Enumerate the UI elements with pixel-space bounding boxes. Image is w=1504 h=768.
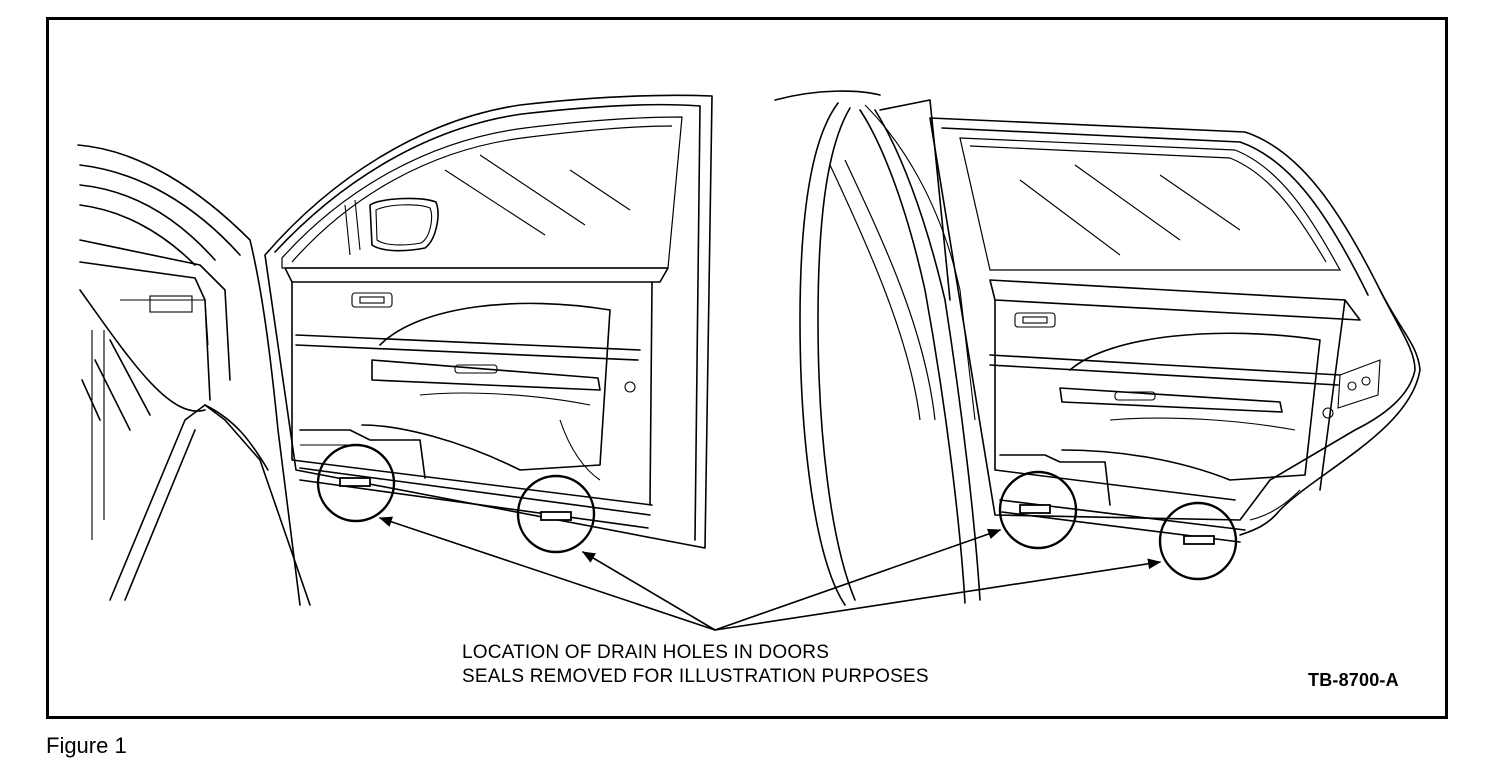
front-door-drawing	[77, 94, 713, 606]
figure-caption: Figure 1	[46, 733, 127, 758]
callout-line-1: LOCATION OF DRAIN HOLES IN DOORS	[462, 642, 830, 663]
rear-door-drawing	[774, 90, 1421, 606]
callout-line-2: SEALS REMOVED FOR ILLUSTRATION PURPOSES	[462, 666, 929, 687]
drain-hole-rear-forward	[998, 470, 1078, 550]
drain-hole-rear-rear	[1158, 501, 1238, 581]
leader-arrows	[378, 516, 1162, 631]
figure-id: TB-8700-A	[1308, 670, 1399, 690]
callout-text: LOCATION OF DRAIN HOLES IN DOORS SEALS R…	[462, 641, 929, 689]
figure-frame	[46, 17, 1448, 719]
drain-hole-front-rear	[516, 474, 596, 554]
drain-hole-front-forward	[316, 443, 396, 523]
